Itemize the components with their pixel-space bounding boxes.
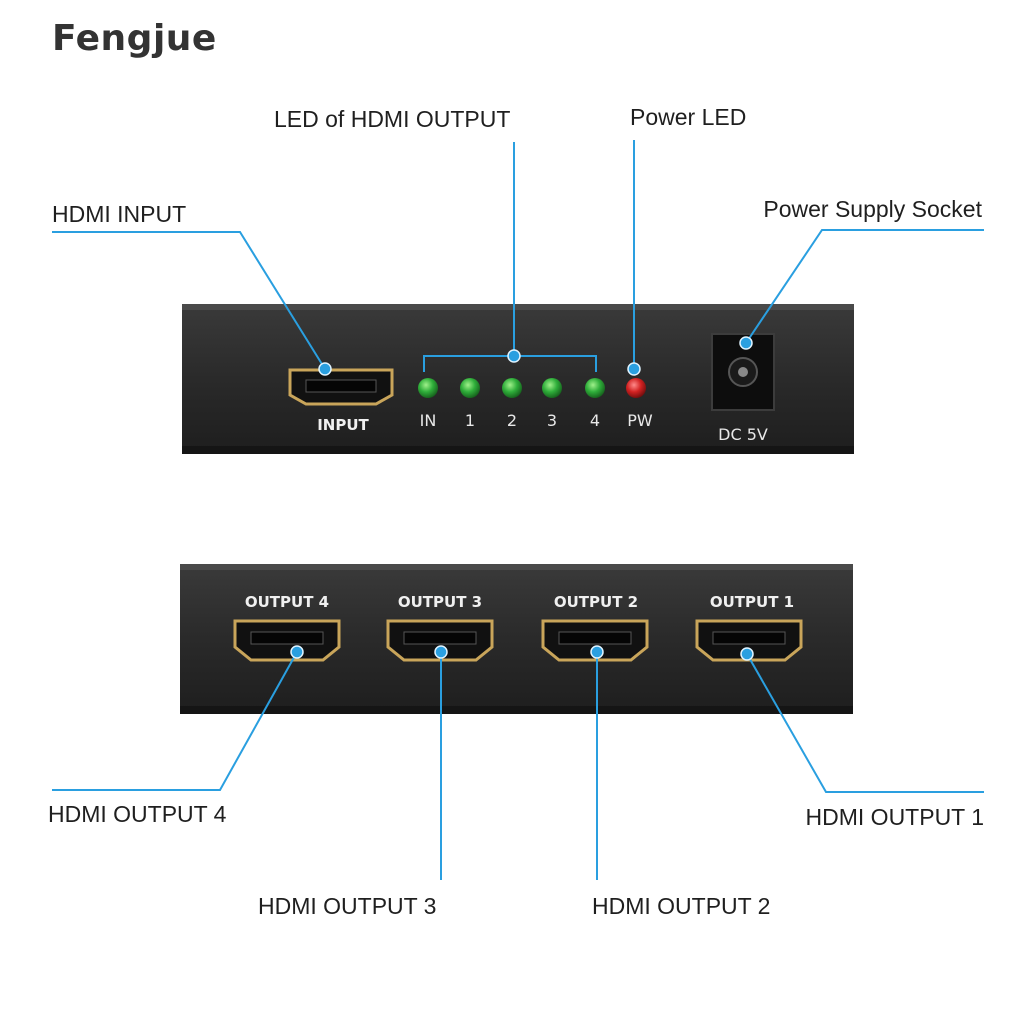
output-1-label: OUTPUT 1 <box>710 593 794 611</box>
hdmi-output-2-port <box>541 619 649 662</box>
hdmi-output-4-port <box>233 619 341 662</box>
led-label-1: 1 <box>465 411 475 430</box>
hdmi-output-1-port <box>695 619 803 662</box>
led-label-pw: PW <box>627 411 653 430</box>
dc-socket <box>711 333 775 411</box>
input-port-label: INPUT <box>317 416 369 434</box>
callout-power-supply-socket: Power Supply Socket <box>763 196 982 222</box>
output-4-label: OUTPUT 4 <box>245 593 329 611</box>
led-1-indicator <box>460 378 480 398</box>
callout-hdmi-output-3: HDMI OUTPUT 3 <box>258 893 436 919</box>
led-4-indicator <box>585 378 605 398</box>
callout-hdmi-output-4: HDMI OUTPUT 4 <box>48 801 227 827</box>
led-in-indicator <box>418 378 438 398</box>
led-label-3: 3 <box>547 411 557 430</box>
led-2-indicator <box>502 378 522 398</box>
led-pw-indicator <box>626 378 646 398</box>
callout-power-led: Power LED <box>630 104 746 130</box>
output-3-label: OUTPUT 3 <box>398 593 482 611</box>
output-2-label: OUTPUT 2 <box>554 593 638 611</box>
hdmi-output-3-port <box>386 619 494 662</box>
front-panel: INPUT IN 1 2 3 4 PW DC 5V <box>182 304 854 454</box>
led-3-indicator <box>542 378 562 398</box>
led-row <box>418 378 646 398</box>
led-label-2: 2 <box>507 411 517 430</box>
led-label-4: 4 <box>590 411 600 430</box>
brand-title: Fengjue <box>52 18 217 59</box>
hdmi-input-port <box>288 368 394 406</box>
callout-hdmi-output-1: HDMI OUTPUT 1 <box>806 804 984 830</box>
back-panel: OUTPUT 4 OUTPUT 3 OUTPUT 2 OUTPUT 1 <box>180 564 853 714</box>
callout-hdmi-input: HDMI INPUT <box>52 201 186 227</box>
callout-led-hdmi-output: LED of HDMI OUTPUT <box>274 106 510 132</box>
dc-label: DC 5V <box>718 425 768 444</box>
leader-lines <box>52 140 984 880</box>
led-label-in: IN <box>420 411 437 430</box>
callout-hdmi-output-2: HDMI OUTPUT 2 <box>592 893 770 919</box>
